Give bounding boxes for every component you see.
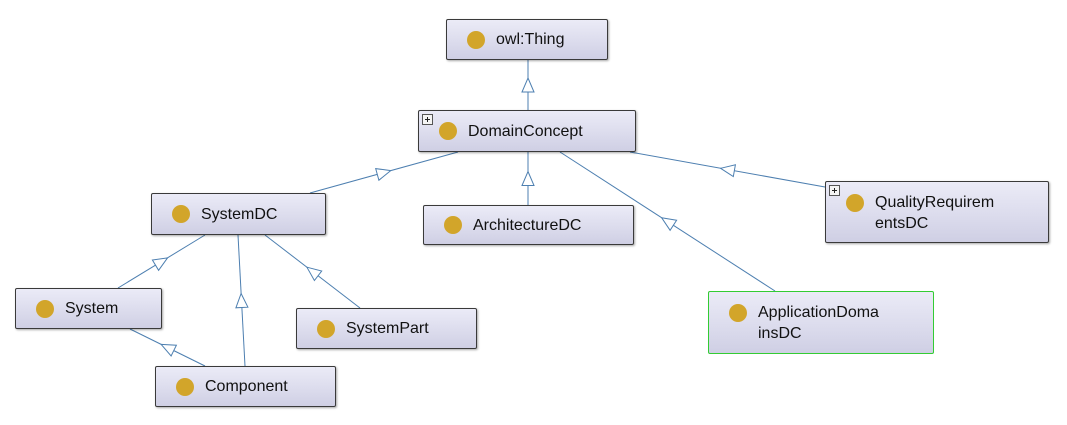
inheritance-arrowhead [521, 170, 535, 186]
subclass-edge [235, 234, 249, 367]
node-system-dc[interactable]: SystemDC [151, 193, 326, 235]
node-label: owl:Thing [496, 31, 565, 48]
subclass-edge [521, 152, 535, 205]
class-icon [439, 122, 457, 140]
inheritance-arrowhead [719, 164, 737, 178]
expand-icon[interactable] [422, 114, 433, 125]
node-owl-thing[interactable]: owl:Thing [446, 19, 608, 60]
class-icon [317, 319, 335, 338]
class-icon [444, 216, 462, 234]
subclass-edge [629, 151, 826, 188]
node-label: ApplicationDoma insDC [758, 304, 879, 342]
node-domain-concept[interactable]: DomainConcept [418, 110, 636, 152]
node-label: DomainConcept [468, 122, 583, 140]
node-architecture-dc[interactable]: ArchitectureDC [423, 205, 634, 245]
node-label: System [65, 300, 119, 317]
subclass-edge [309, 151, 459, 194]
class-icon [36, 299, 54, 318]
node-component[interactable]: Component [155, 366, 336, 407]
node-label: ArchitectureDC [473, 216, 582, 234]
subclass-edge [264, 234, 361, 309]
inheritance-arrowhead [151, 257, 169, 272]
class-icon [172, 205, 190, 223]
subclass-edge [129, 328, 206, 367]
subclass-edge [117, 234, 206, 289]
inheritance-arrowhead [375, 168, 392, 182]
node-label: Component [205, 378, 288, 395]
node-system-part[interactable]: SystemPart [296, 308, 477, 349]
node-label: QualityRequirem entsDC [875, 194, 995, 232]
inheritance-arrowhead [305, 266, 323, 282]
class-icon [176, 377, 194, 396]
inheritance-arrowhead [660, 217, 678, 232]
inheritance-arrowhead [521, 76, 535, 93]
node-quality-requirements-dc[interactable]: QualityRequirem entsDC [825, 181, 1049, 243]
expand-icon[interactable] [829, 185, 840, 196]
node-system[interactable]: System [15, 288, 162, 329]
inheritance-arrowhead [160, 343, 178, 357]
node-label: SystemPart [346, 320, 429, 337]
class-icon [846, 194, 864, 212]
class-icon [467, 30, 485, 49]
subclass-edge [559, 151, 776, 292]
node-application-domains-dc[interactable]: ApplicationDoma insDC [708, 291, 934, 354]
class-icon [729, 304, 747, 322]
subclass-edge [521, 60, 535, 110]
inheritance-arrowhead [235, 292, 249, 309]
node-label: SystemDC [201, 205, 278, 223]
